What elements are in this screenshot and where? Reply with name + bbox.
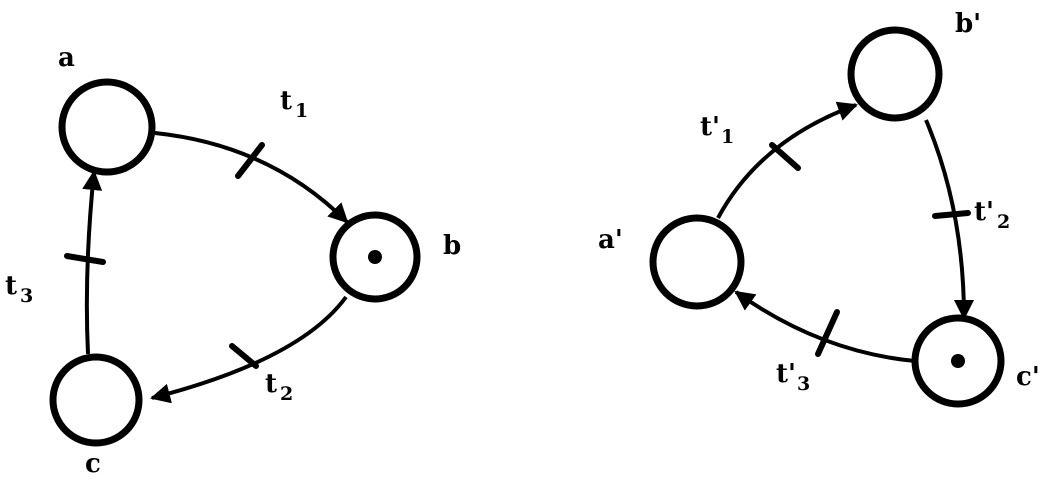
transition-bar-t3 — [64, 253, 106, 265]
arc-c-prime-to-a-prime — [734, 290, 916, 363]
place-a — [58, 78, 156, 176]
token-b — [368, 250, 382, 264]
net-right: a' b' c' t'1 t'2 t'3 — [598, 9, 1040, 408]
token-c-prime — [951, 354, 965, 368]
label-place-a-prime: a' — [598, 225, 623, 255]
label-t1-prime: t'1 — [700, 112, 734, 148]
place-a-prime — [649, 214, 745, 310]
arc-a-to-b — [154, 131, 349, 224]
arc-c-to-a — [82, 170, 103, 355]
label-place-b-prime: b' — [955, 9, 981, 39]
transition-bar-t2 — [229, 343, 259, 369]
label-place-b: b — [443, 231, 461, 261]
label-place-a: a — [58, 43, 75, 73]
arc-b-to-c — [150, 295, 348, 404]
transition-bar-t3-prime — [815, 309, 840, 357]
label-place-c-prime: c' — [1016, 362, 1040, 392]
label-place-c: c — [85, 449, 101, 479]
arc-b-prime-to-c-prime — [924, 119, 974, 320]
transition-bar-t1-prime — [769, 142, 801, 171]
arc-a-prime-to-b-prime — [716, 101, 858, 219]
label-t2-prime: t'2 — [974, 197, 1010, 233]
place-a-prime-b — [847, 26, 943, 122]
label-t3-prime: t'3 — [776, 359, 810, 395]
transition-bar-t2-prime — [932, 210, 971, 219]
transition-bar-t1 — [235, 142, 265, 179]
place-c — [49, 353, 143, 447]
